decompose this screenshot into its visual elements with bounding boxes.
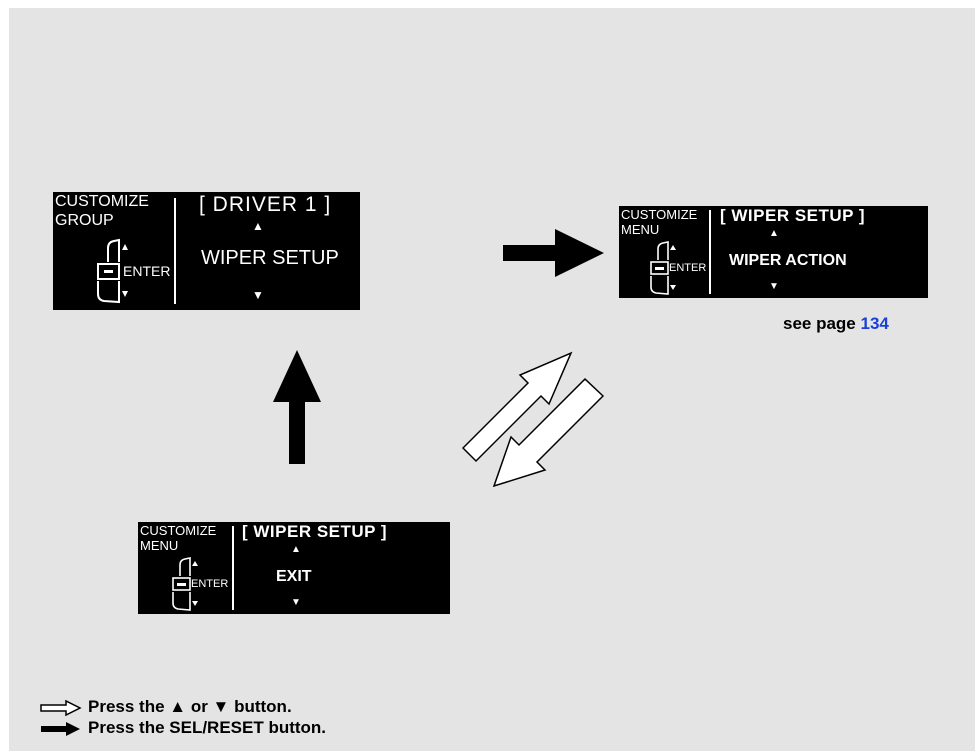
enter-label: ENTER (191, 578, 229, 590)
display-screen-wiper-action: CUSTOMIZE MENU ENTER [ WIPER SETUP ] ▲ W… (619, 206, 928, 298)
down-indicator: ▼ (291, 597, 301, 608)
screen-title-line1: CUSTOMIZE (55, 193, 149, 210)
up-indicator: ▲ (291, 544, 301, 555)
up-indicator: ▲ (252, 219, 264, 233)
screen-header: [ WIPER SETUP ] (242, 522, 388, 541)
screen-header: [ DRIVER 1 ] (199, 193, 332, 216)
screen-header: [ WIPER SETUP ] (720, 206, 866, 225)
enter-label: ENTER (669, 262, 707, 274)
screen-title-line2: MENU (621, 222, 660, 237)
solid-arrow-up-icon (273, 350, 321, 464)
screen-title-line1: CUSTOMIZE (140, 523, 217, 538)
see-page-number-link[interactable]: 134 (860, 314, 889, 333)
see-page-text: see page (783, 314, 856, 333)
outline-arrow-legend-icon (40, 699, 82, 717)
solid-arrow-right-icon (503, 229, 604, 277)
outline-arrow-pair-icon (461, 351, 605, 488)
screen-item: EXIT (276, 568, 312, 585)
display-screen-exit: CUSTOMIZE MENU ENTER [ WIPER SETUP ] ▲ E… (138, 522, 450, 614)
selector-knob-icon (650, 241, 676, 295)
screen-divider (174, 198, 176, 304)
selector-knob-icon (97, 238, 128, 304)
screen-divider (232, 526, 234, 610)
display-screen-driver: CUSTOMIZE GROUP ENTER [ DRIVER 1 ] ▲ WIP… (53, 192, 360, 310)
selector-knob-icon (172, 557, 198, 611)
up-indicator: ▲ (769, 228, 779, 239)
solid-arrow-legend-icon (41, 722, 80, 736)
screen-title-line1: CUSTOMIZE (621, 207, 698, 222)
screen-title-line2: MENU (140, 538, 179, 553)
legend-outline-arrow-text: Press the ▲ or ▼ button. (88, 697, 292, 716)
legend-solid-arrow-text: Press the SEL/RESET button. (88, 718, 327, 737)
down-indicator: ▼ (252, 288, 264, 302)
see-page-reference: see page 134 (783, 314, 889, 334)
enter-label: ENTER (123, 263, 171, 279)
legend-outline-arrow: Press the ▲ or ▼ button. (40, 697, 292, 717)
screen-title-line2: GROUP (55, 212, 114, 229)
diagram-panel (9, 8, 975, 751)
screen-item: WIPER SETUP (201, 247, 339, 269)
down-indicator: ▼ (769, 281, 779, 292)
screen-divider (709, 210, 711, 294)
legend-solid-arrow: Press the SEL/RESET button. (41, 718, 327, 738)
screen-item: WIPER ACTION (729, 252, 847, 269)
